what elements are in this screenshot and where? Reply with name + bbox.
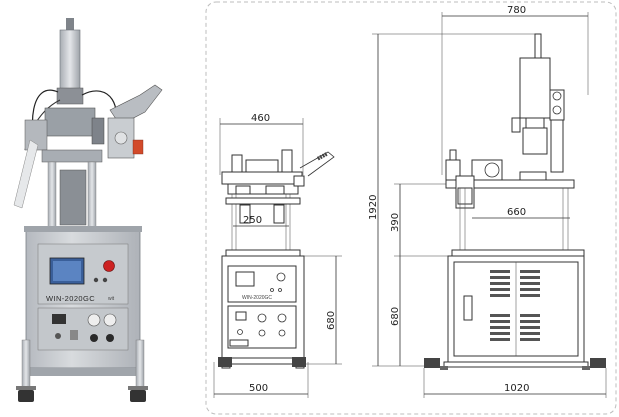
dim-side-height-cabinet: 680 <box>390 307 401 326</box>
caster-wheel <box>18 390 34 402</box>
drawing-frame <box>205 1 617 415</box>
dim-front-width-base: 500 <box>249 383 268 394</box>
ventilation-grille <box>490 270 540 341</box>
foil-reel-mark: ▮▮▮▮ <box>316 151 329 162</box>
dim-front-width-inner: 250 <box>243 215 262 226</box>
dim-side-width-table: 660 <box>507 207 526 218</box>
emergency-stop-button[interactable] <box>103 260 115 272</box>
dim-side-width-base: 1020 <box>504 383 529 394</box>
photo-model-label: WIN-2020GC <box>46 294 95 303</box>
timer-display <box>52 314 66 324</box>
dim-side-height-total: 1920 <box>368 195 379 220</box>
foil-strip <box>13 139 39 209</box>
side-view: 780 1920 390 680 660 <box>368 5 607 398</box>
pneumatic-cylinder <box>59 29 81 93</box>
cylinder-rod <box>66 18 74 32</box>
knob[interactable] <box>90 334 98 342</box>
front-view: 460 ▮▮▮▮ 250 WIN-2020GC <box>213 113 342 398</box>
side-cylinder <box>519 57 551 119</box>
photo-brand-mark: wit <box>108 296 115 302</box>
pressure-gauge-icon <box>87 313 101 327</box>
dim-side-width-top: 780 <box>507 5 526 16</box>
machine-photo: WIN-2020GC wit <box>13 18 163 402</box>
side-caster <box>424 358 440 368</box>
dim-side-height-upper: 390 <box>390 213 401 232</box>
column <box>47 161 57 229</box>
dim-front-width-top: 460 <box>251 113 270 124</box>
heating-head <box>44 107 96 137</box>
front-caster <box>218 357 232 367</box>
dim-front-height-cabinet: 680 <box>326 311 337 330</box>
leg <box>21 339 31 393</box>
front-panel-label: WIN-2020GC <box>242 295 272 301</box>
